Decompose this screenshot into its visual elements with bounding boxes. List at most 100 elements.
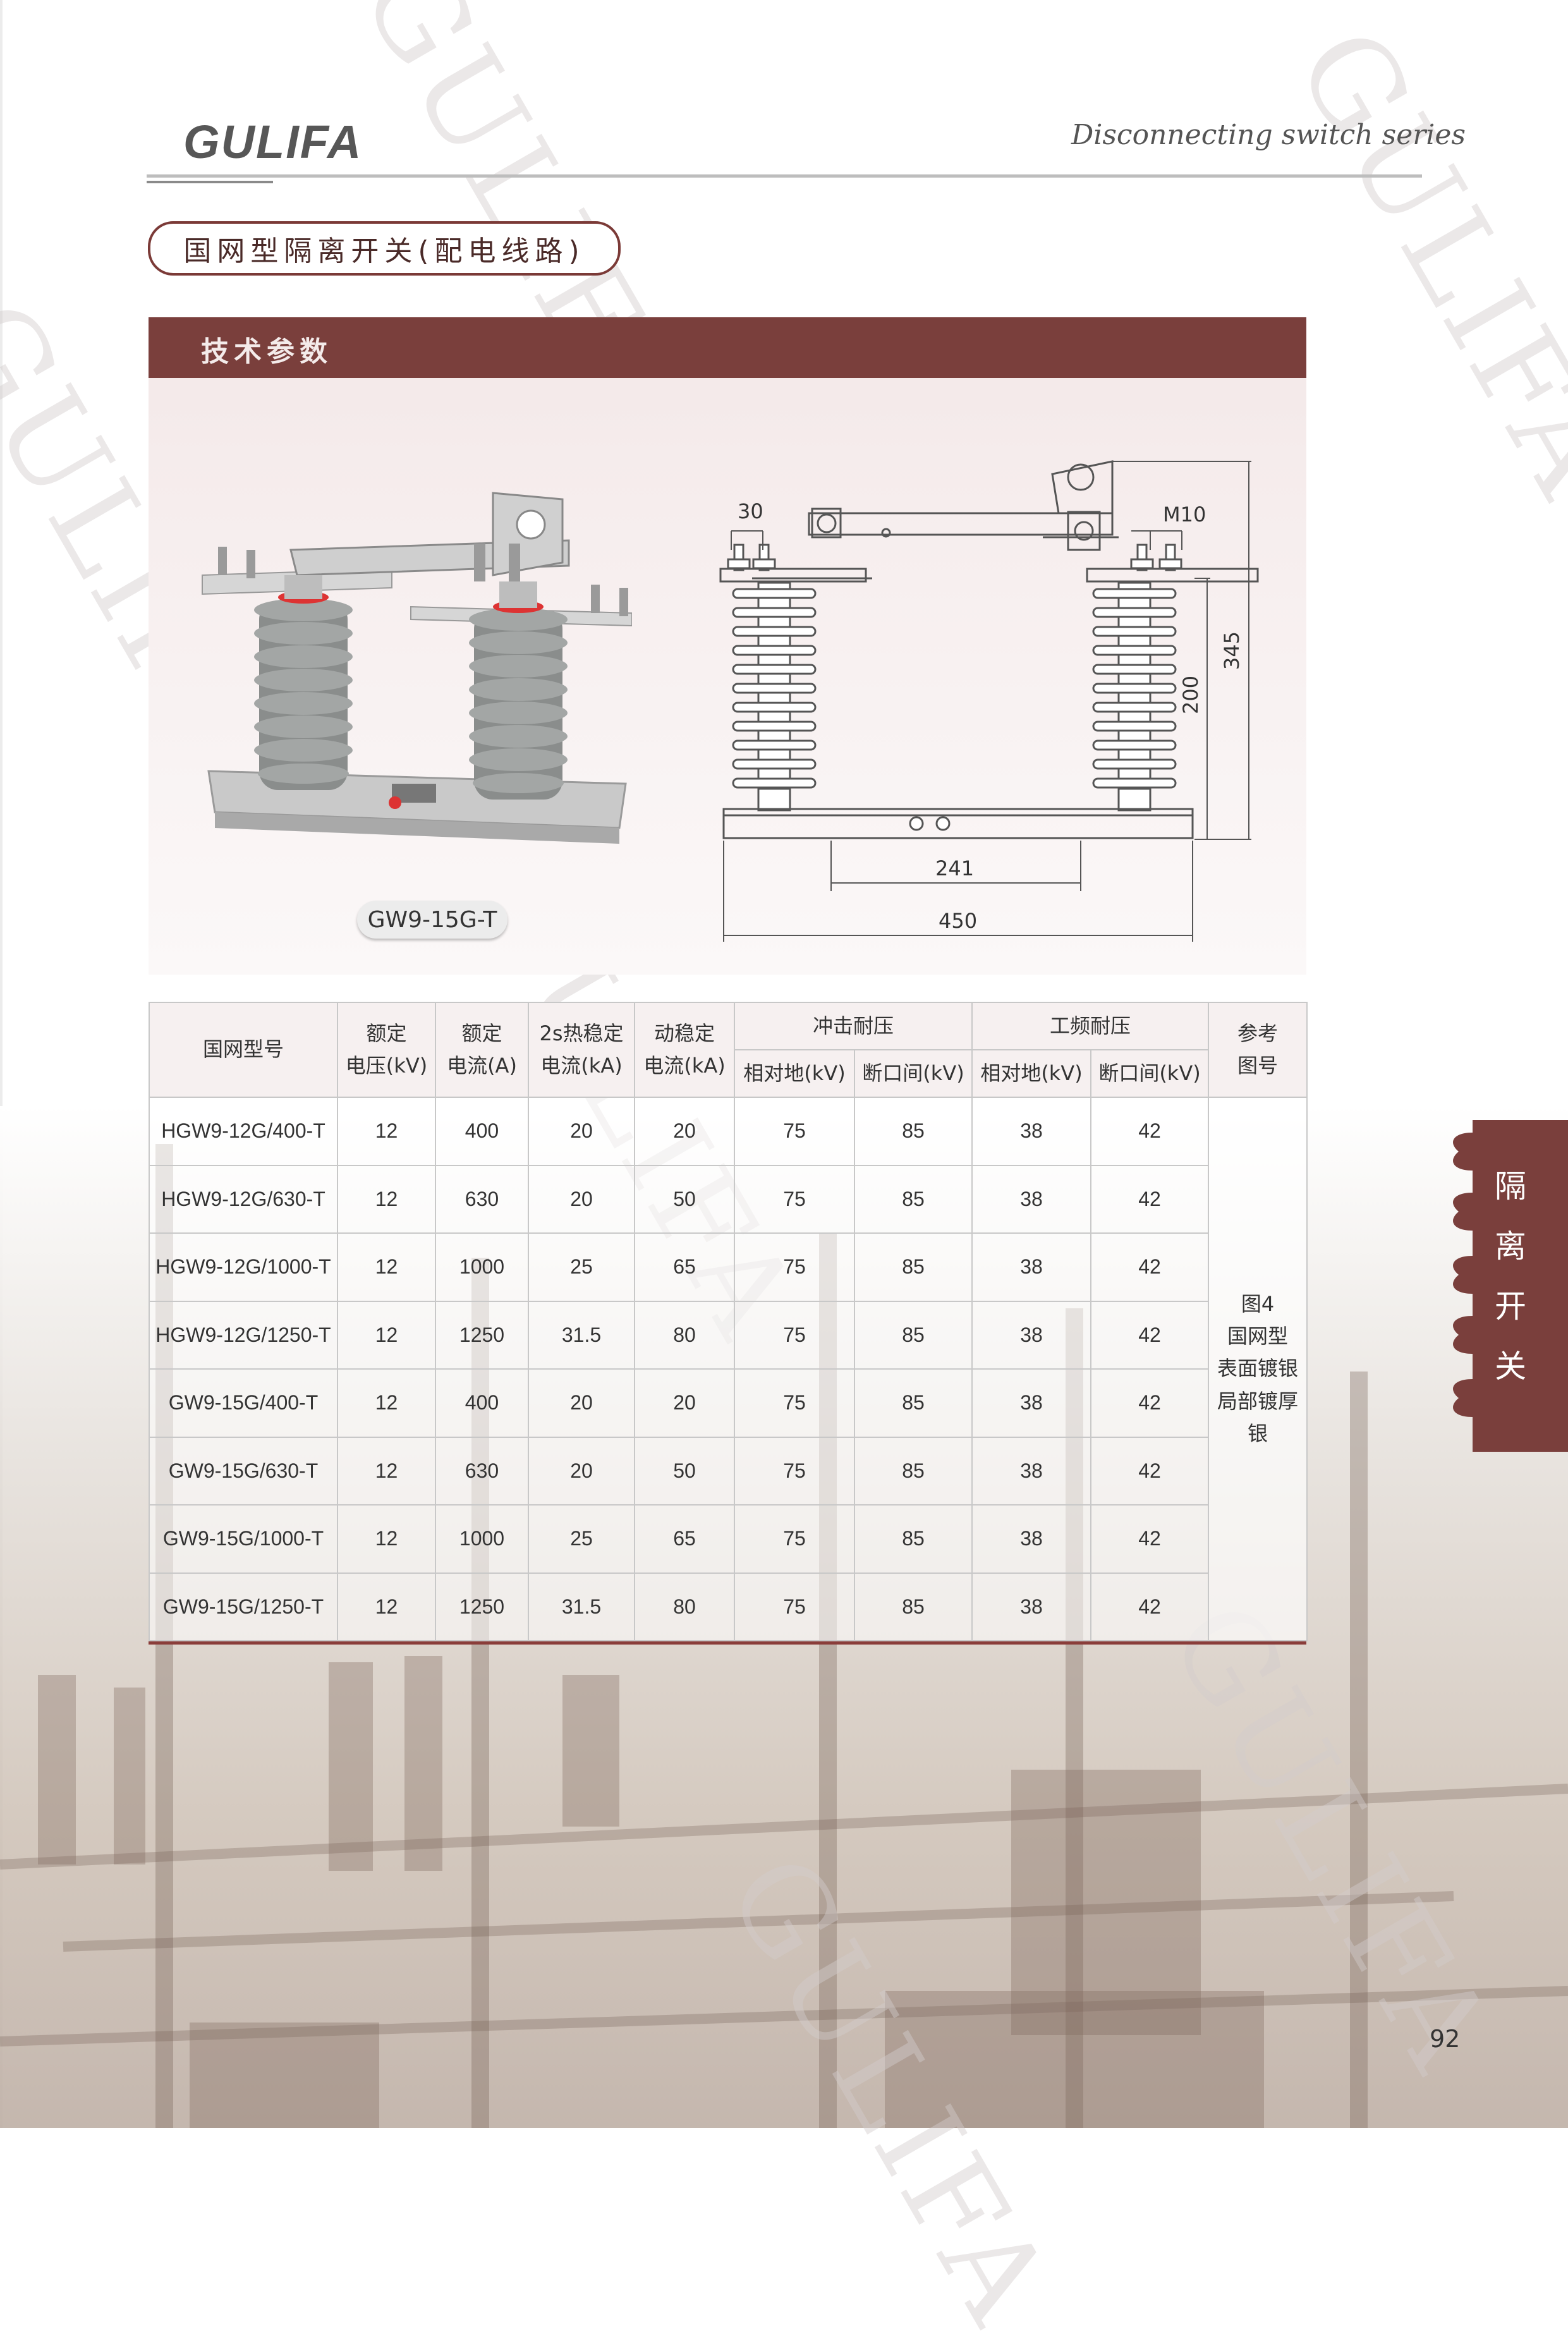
table-row: HGW9-12G/630-T 12 630 20 50 75 85 38 42	[149, 1164, 1307, 1234]
header-current: 额定电流(A)	[435, 1002, 529, 1098]
cell-thermal: 20	[528, 1097, 635, 1166]
table-row: GW9-15G/1250-T 12 1250 31.5 80 75 85 38 …	[149, 1572, 1307, 1641]
spec-table: 国网型号 额定电压(kV) 额定电流(A) 2s热稳定电流(kA) 动稳定电流(…	[149, 1002, 1308, 1641]
cell-impulse-ground: 75	[734, 1232, 855, 1302]
cell-model: HGW9-12G/630-T	[149, 1164, 338, 1234]
table-row: GW9-15G/400-T 12 400 20 20 75 85 38 42	[149, 1368, 1307, 1438]
page-edge	[0, 0, 3, 2128]
cell-pf-ground: 38	[971, 1097, 1092, 1166]
cell-voltage: 12	[337, 1504, 436, 1574]
cell-model: HGW9-12G/1000-T	[149, 1232, 338, 1302]
side-tab-label: 隔离 开关	[1495, 1168, 1526, 1385]
cell-pf-ground: 38	[971, 1232, 1092, 1302]
cell-voltage: 12	[337, 1097, 436, 1166]
cell-pf-gap: 42	[1090, 1300, 1210, 1370]
side-tab	[1453, 1120, 1568, 1452]
section-title: 技术参数	[201, 336, 332, 368]
cell-voltage: 12	[337, 1232, 436, 1302]
cell-current: 630	[435, 1436, 529, 1506]
cell-model: GW9-15G/630-T	[149, 1436, 338, 1506]
table-row: HGW9-12G/400-T 12 400 20 20 75 85 38 42 …	[149, 1097, 1308, 1641]
header-divider	[147, 174, 1422, 178]
series-title: Disconnecting switch series	[1071, 119, 1466, 151]
cell-pf-gap: 42	[1090, 1572, 1210, 1641]
cell-pf-ground: 38	[971, 1572, 1092, 1641]
cell-dynamic: 50	[634, 1164, 735, 1234]
header-impulse: 冲击耐压	[733, 1002, 973, 1050]
cell-pf-ground: 38	[971, 1300, 1092, 1370]
header-thermal: 2s热稳定电流(kA)	[528, 1002, 635, 1098]
cell-impulse-gap: 85	[853, 1300, 973, 1370]
cell-dynamic: 65	[634, 1504, 735, 1574]
cell-impulse-ground: 75	[734, 1572, 855, 1641]
cell-pf-gap: 42	[1090, 1504, 1210, 1574]
dim-200: 200	[1179, 676, 1203, 714]
cell-impulse-gap: 85	[853, 1436, 973, 1506]
table-bottom-rule	[149, 1641, 1306, 1645]
dim-m10: M10	[1163, 502, 1206, 526]
cell-impulse-ground: 75	[734, 1164, 855, 1234]
cell-dynamic: 50	[634, 1436, 735, 1506]
header-impulse-ground: 相对地(kV)	[734, 1049, 855, 1098]
cell-thermal: 20	[528, 1436, 635, 1506]
dim-345: 345	[1220, 631, 1244, 670]
cell-impulse-ground: 75	[734, 1368, 855, 1438]
cell-pf-gap: 42	[1090, 1368, 1210, 1438]
cell-thermal: 20	[528, 1164, 635, 1234]
cell-model: HGW9-12G/400-T	[149, 1097, 338, 1166]
cell-impulse-ground: 75	[734, 1097, 855, 1166]
cell-pf-ground: 38	[971, 1368, 1092, 1438]
header-power-freq: 工频耐压	[971, 1002, 1210, 1050]
cell-pf-gap: 42	[1090, 1436, 1210, 1506]
cell-model: GW9-15G/1250-T	[149, 1572, 338, 1641]
header-voltage: 额定电压(kV)	[337, 1002, 436, 1098]
cell-pf-gap: 42	[1090, 1097, 1210, 1166]
cell-thermal: 25	[528, 1504, 635, 1574]
cell-voltage: 12	[337, 1436, 436, 1506]
cell-impulse-gap: 85	[853, 1504, 973, 1574]
header-ref: 参考图号	[1208, 1002, 1308, 1098]
cell-voltage: 12	[337, 1368, 436, 1438]
cell-current: 1250	[435, 1300, 529, 1370]
page-number: 92	[1430, 2025, 1461, 2053]
dim-450: 450	[939, 909, 977, 933]
header-pf-gap: 断口间(kV)	[1090, 1049, 1210, 1098]
cell-impulse-gap: 85	[853, 1572, 973, 1641]
cell-impulse-gap: 85	[853, 1232, 973, 1302]
cell-dynamic: 20	[634, 1097, 735, 1166]
header-model: 国网型号	[149, 1002, 338, 1098]
header-impulse-gap: 断口间(kV)	[853, 1049, 973, 1098]
cell-current: 400	[435, 1368, 529, 1438]
cell-dynamic: 65	[634, 1232, 735, 1302]
cell-dynamic: 80	[634, 1300, 735, 1370]
cell-model: GW9-15G/1000-T	[149, 1504, 338, 1574]
table-row: HGW9-12G/1000-T 12 1000 25 65 75 85 38 4…	[149, 1232, 1307, 1302]
cell-pf-gap: 42	[1090, 1164, 1210, 1234]
watermark: GULIFA	[1269, 6, 1568, 522]
cell-impulse-gap: 85	[853, 1164, 973, 1234]
header-pf-ground: 相对地(kV)	[971, 1049, 1092, 1098]
cell-current: 630	[435, 1164, 529, 1234]
cell-current: 1250	[435, 1572, 529, 1641]
model-label: GW9-15G-T	[357, 901, 507, 939]
cell-pf-ground: 38	[971, 1436, 1092, 1506]
table-row: HGW9-12G/1250-T 12 1250 31.5 80 75 85 38…	[149, 1300, 1307, 1370]
cell-voltage: 12	[337, 1164, 436, 1234]
cell-thermal: 31.5	[528, 1572, 635, 1641]
cell-current: 1000	[435, 1232, 529, 1302]
header-divider-accent	[147, 181, 273, 183]
cell-impulse-ground: 75	[734, 1436, 855, 1506]
cell-current: 400	[435, 1097, 529, 1166]
page-title: 国网型隔离开关(配电线路)	[148, 221, 621, 276]
cell-voltage: 12	[337, 1572, 436, 1641]
cell-pf-ground: 38	[971, 1504, 1092, 1574]
cell-model: GW9-15G/400-T	[149, 1368, 338, 1438]
brand-logo: GULIFA	[183, 116, 363, 168]
cell-pf-ground: 38	[971, 1164, 1092, 1234]
dimension-drawing: 30 M10 345 200 241 450	[708, 442, 1277, 951]
cell-impulse-gap: 85	[853, 1368, 973, 1438]
table-row: GW9-15G/1000-T 12 1000 25 65 75 85 38 42	[149, 1504, 1307, 1574]
cell-dynamic: 20	[634, 1368, 735, 1438]
product-photo	[190, 487, 633, 868]
